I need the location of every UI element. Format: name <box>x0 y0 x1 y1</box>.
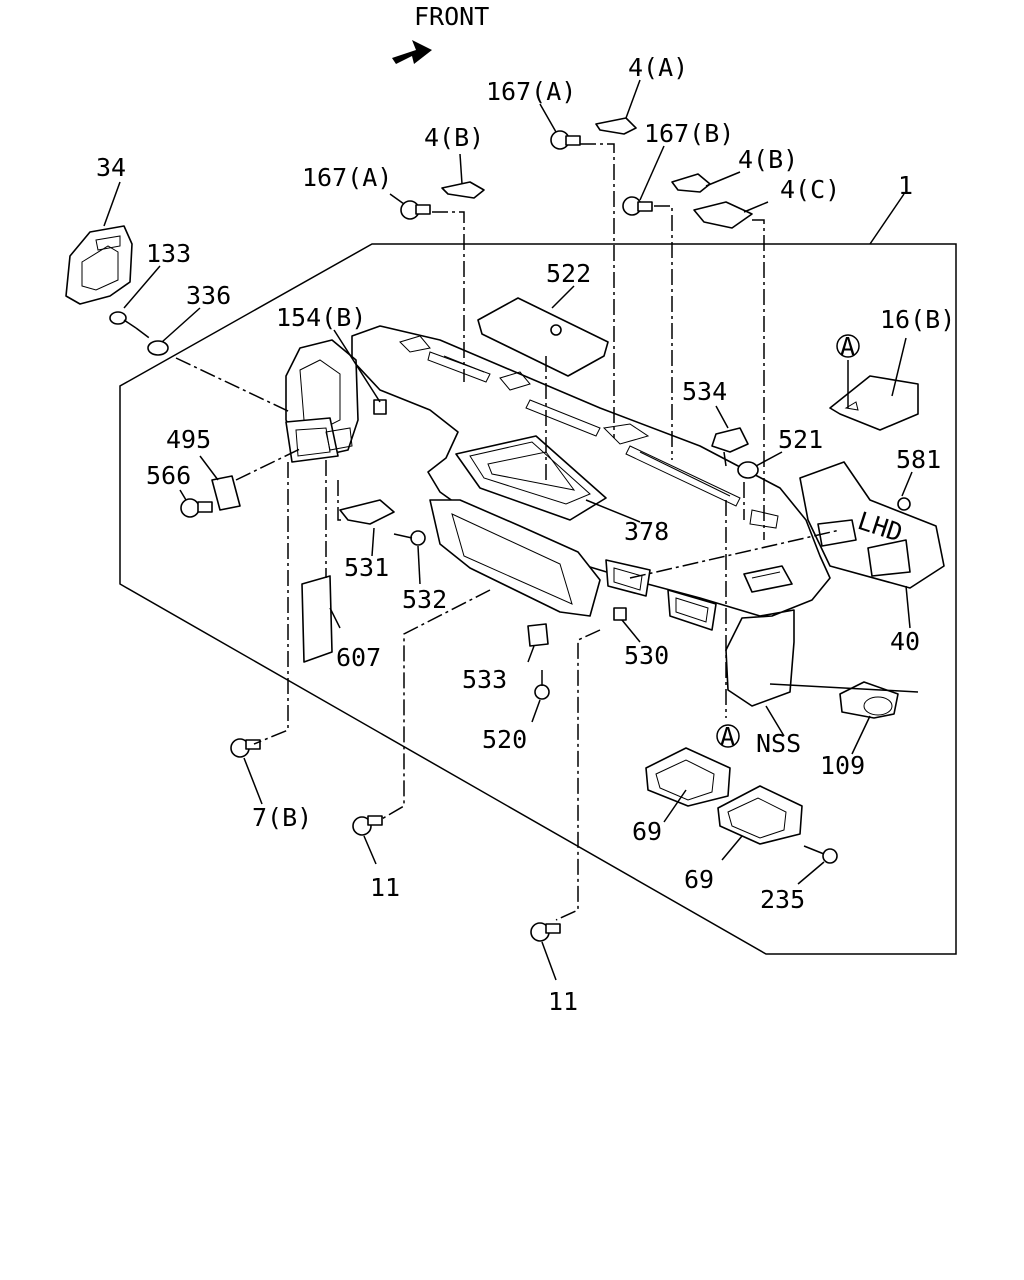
bracket-16b-hole <box>844 401 859 411</box>
ref-marker-a-bottom-text: A <box>720 722 735 751</box>
label-581: 581 <box>896 445 941 474</box>
ref-marker-a-top-text: A <box>840 332 855 361</box>
label-532: 532 <box>402 585 447 614</box>
label-336: 336 <box>186 281 231 310</box>
bolt-11-upper-icon <box>352 815 383 836</box>
part-labels: 34 133 336 154(B) 495 566 531 532 607 7(… <box>96 53 955 1016</box>
screw-532-icon <box>393 530 426 546</box>
label-531: 531 <box>344 553 389 582</box>
label-69-lower: 69 <box>684 865 714 894</box>
bracket-495 <box>211 475 241 511</box>
duct-40: LHD <box>799 461 945 589</box>
label-4c: 4(C) <box>780 175 840 204</box>
vent-109 <box>839 681 899 719</box>
cap-4b-left <box>441 181 485 199</box>
label-530: 530 <box>624 641 669 670</box>
nut-530 <box>613 607 627 621</box>
label-16b: 16(B) <box>880 305 955 334</box>
label-34: 34 <box>96 153 126 182</box>
label-167a-right: 167(A) <box>486 77 576 106</box>
clip-533 <box>527 623 549 647</box>
cap-521 <box>737 461 759 479</box>
assembly-frame <box>119 243 957 955</box>
label-235: 235 <box>760 885 805 914</box>
lid-522 <box>477 297 609 377</box>
side-cover-34 <box>65 225 133 305</box>
clip-534-icon <box>711 427 749 467</box>
vent-69-upper <box>645 747 731 807</box>
label-520: 520 <box>482 725 527 754</box>
label-4a: 4(A) <box>628 53 688 82</box>
label-522: 522 <box>546 259 591 288</box>
bracket-607 <box>301 575 333 663</box>
clip-154b <box>373 399 387 415</box>
label-4b-left: 4(B) <box>424 123 484 152</box>
label-7b: 7(B) <box>252 803 312 832</box>
label-533: 533 <box>462 665 507 694</box>
label-1: 1 <box>898 171 913 200</box>
label-133: 133 <box>146 239 191 268</box>
leader-lines <box>103 79 919 981</box>
label-40: 40 <box>890 627 920 656</box>
label-167b: 167(B) <box>644 119 734 148</box>
cap-4a <box>595 117 637 135</box>
screw-520-icon <box>534 670 550 700</box>
cap-4c <box>693 201 753 229</box>
label-495: 495 <box>166 425 211 454</box>
label-167a-left: 167(A) <box>302 163 392 192</box>
label-607: 607 <box>336 643 381 672</box>
label-566: 566 <box>146 461 191 490</box>
label-11-lower: 11 <box>548 987 578 1016</box>
front-arrow-icon <box>392 40 432 64</box>
clip-336-icon <box>147 340 169 356</box>
bolt-167b-icon <box>622 196 653 216</box>
front-label: FRONT <box>414 2 489 31</box>
bracket-16b <box>829 375 919 431</box>
label-521: 521 <box>778 425 823 454</box>
vent-69-lower <box>717 785 803 845</box>
bolt-11-lower-icon <box>530 922 561 942</box>
assembly-lines <box>135 143 841 921</box>
label-109: 109 <box>820 751 865 780</box>
label-11-upper: 11 <box>370 873 400 902</box>
label-nss: NSS <box>756 729 801 758</box>
label-154b: 154(B) <box>276 303 366 332</box>
lid-522-knob <box>550 324 562 336</box>
ref-marker-a-bottom <box>716 724 740 748</box>
screw-235-icon <box>803 845 838 864</box>
label-4b-right: 4(B) <box>738 145 798 174</box>
label-69-upper: 69 <box>632 817 662 846</box>
screw-133-icon <box>109 311 137 329</box>
instrument-panel-body <box>285 325 831 707</box>
screw-581-icon <box>897 497 911 511</box>
bolt-167a-left-icon <box>400 200 431 220</box>
label-534: 534 <box>682 377 727 406</box>
bolt-566-icon <box>180 498 213 518</box>
cap-4b-right <box>671 173 711 193</box>
ref-marker-a-top <box>836 334 860 358</box>
clip-531 <box>339 499 395 525</box>
bolt-7b-icon <box>230 738 261 758</box>
bolt-167a-right-icon <box>550 130 581 150</box>
label-378: 378 <box>624 517 669 546</box>
